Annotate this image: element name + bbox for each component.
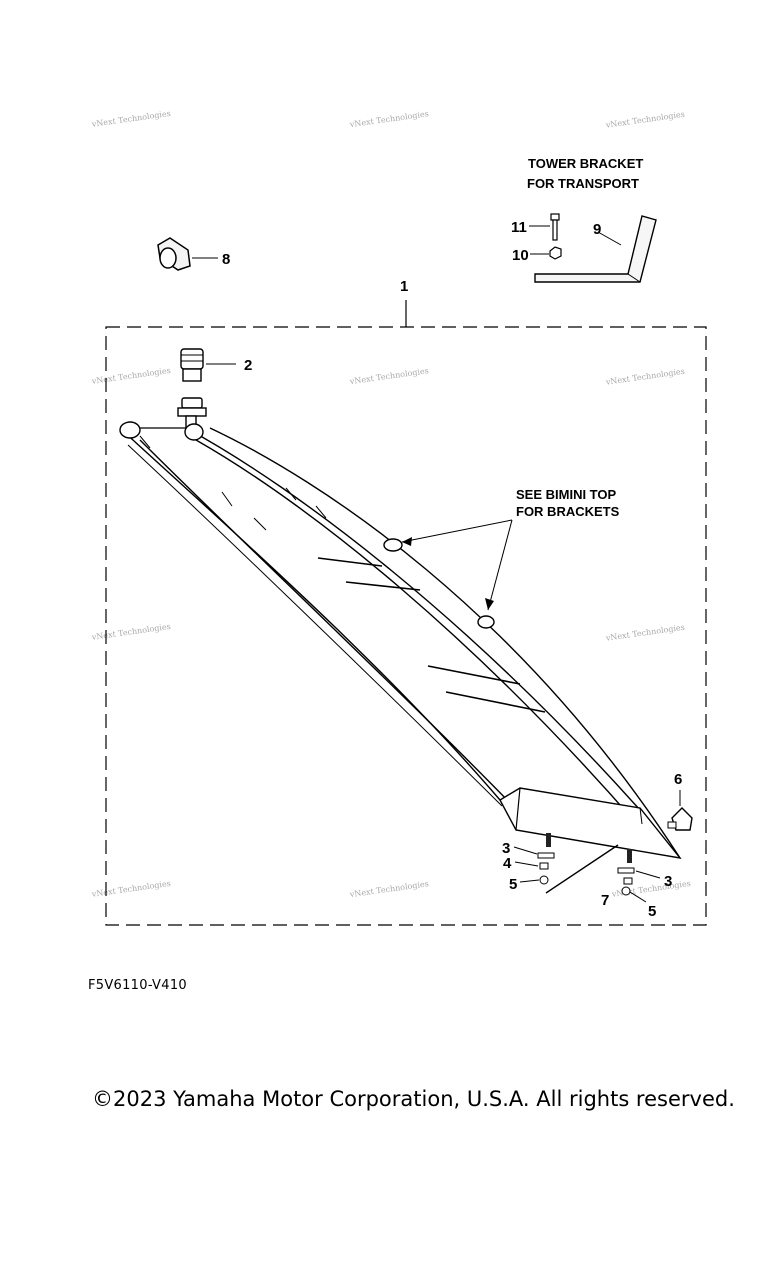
watermark: vNext Technologies: [604, 623, 685, 643]
callout-4: 4: [503, 855, 512, 872]
callout-11: 11: [511, 219, 527, 236]
tower-frame-part: [119, 421, 682, 894]
watermark: vNext Technologies: [90, 366, 171, 386]
callout-5: 5: [648, 903, 656, 920]
callout-9: 9: [593, 221, 601, 238]
watermark: vNext Technologies: [348, 366, 429, 386]
bimini-leaders: [401, 519, 513, 611]
callout-8: 8: [222, 251, 230, 268]
copyright-notice: ©2023 Yamaha Motor Corporation, U.S.A. A…: [92, 1087, 735, 1111]
tower-bracket-note: TOWER BRACKET: [528, 156, 643, 171]
callout-7: 7: [601, 892, 609, 909]
bimini-note: SEE BIMINI TOP: [516, 487, 616, 502]
nut-part: [530, 246, 562, 260]
tower-bracket-note: FOR TRANSPORT: [527, 176, 639, 191]
callouts: 1 2 3 3 4 5 5 6 7 8 9 10 11: [222, 219, 682, 920]
callout-2: 2: [244, 357, 252, 374]
watermark: vNext Technologies: [604, 367, 685, 387]
callout-6: 6: [674, 771, 682, 788]
watermark: vNext Technologies: [604, 110, 685, 130]
bolt-part: [529, 213, 560, 241]
watermark: vNext Technologies: [348, 109, 429, 129]
watermark: vNext Technologies: [90, 622, 171, 642]
watermark: vNext Technologies: [90, 879, 171, 899]
tower-bracket-part: [534, 215, 657, 283]
knob-part: [667, 790, 693, 831]
watermark: vNext Technologies: [348, 879, 429, 899]
hardware-right: [617, 867, 661, 903]
end-cap-part: [157, 237, 218, 271]
callout-3: 3: [664, 873, 672, 890]
notes: TOWER BRACKET FOR TRANSPORT SEE BIMINI T…: [516, 156, 643, 519]
diagram-code: F5V6110-V410: [88, 978, 187, 993]
bimini-note: FOR BRACKETS: [516, 504, 620, 519]
callout-5: 5: [509, 876, 517, 893]
hardware-left: [513, 846, 555, 885]
connector-knob-part: [177, 348, 236, 431]
callout-1: 1: [400, 278, 408, 295]
watermark: vNext Technologies: [90, 109, 171, 129]
callout-3: 3: [502, 840, 510, 857]
callout-10: 10: [512, 247, 529, 264]
